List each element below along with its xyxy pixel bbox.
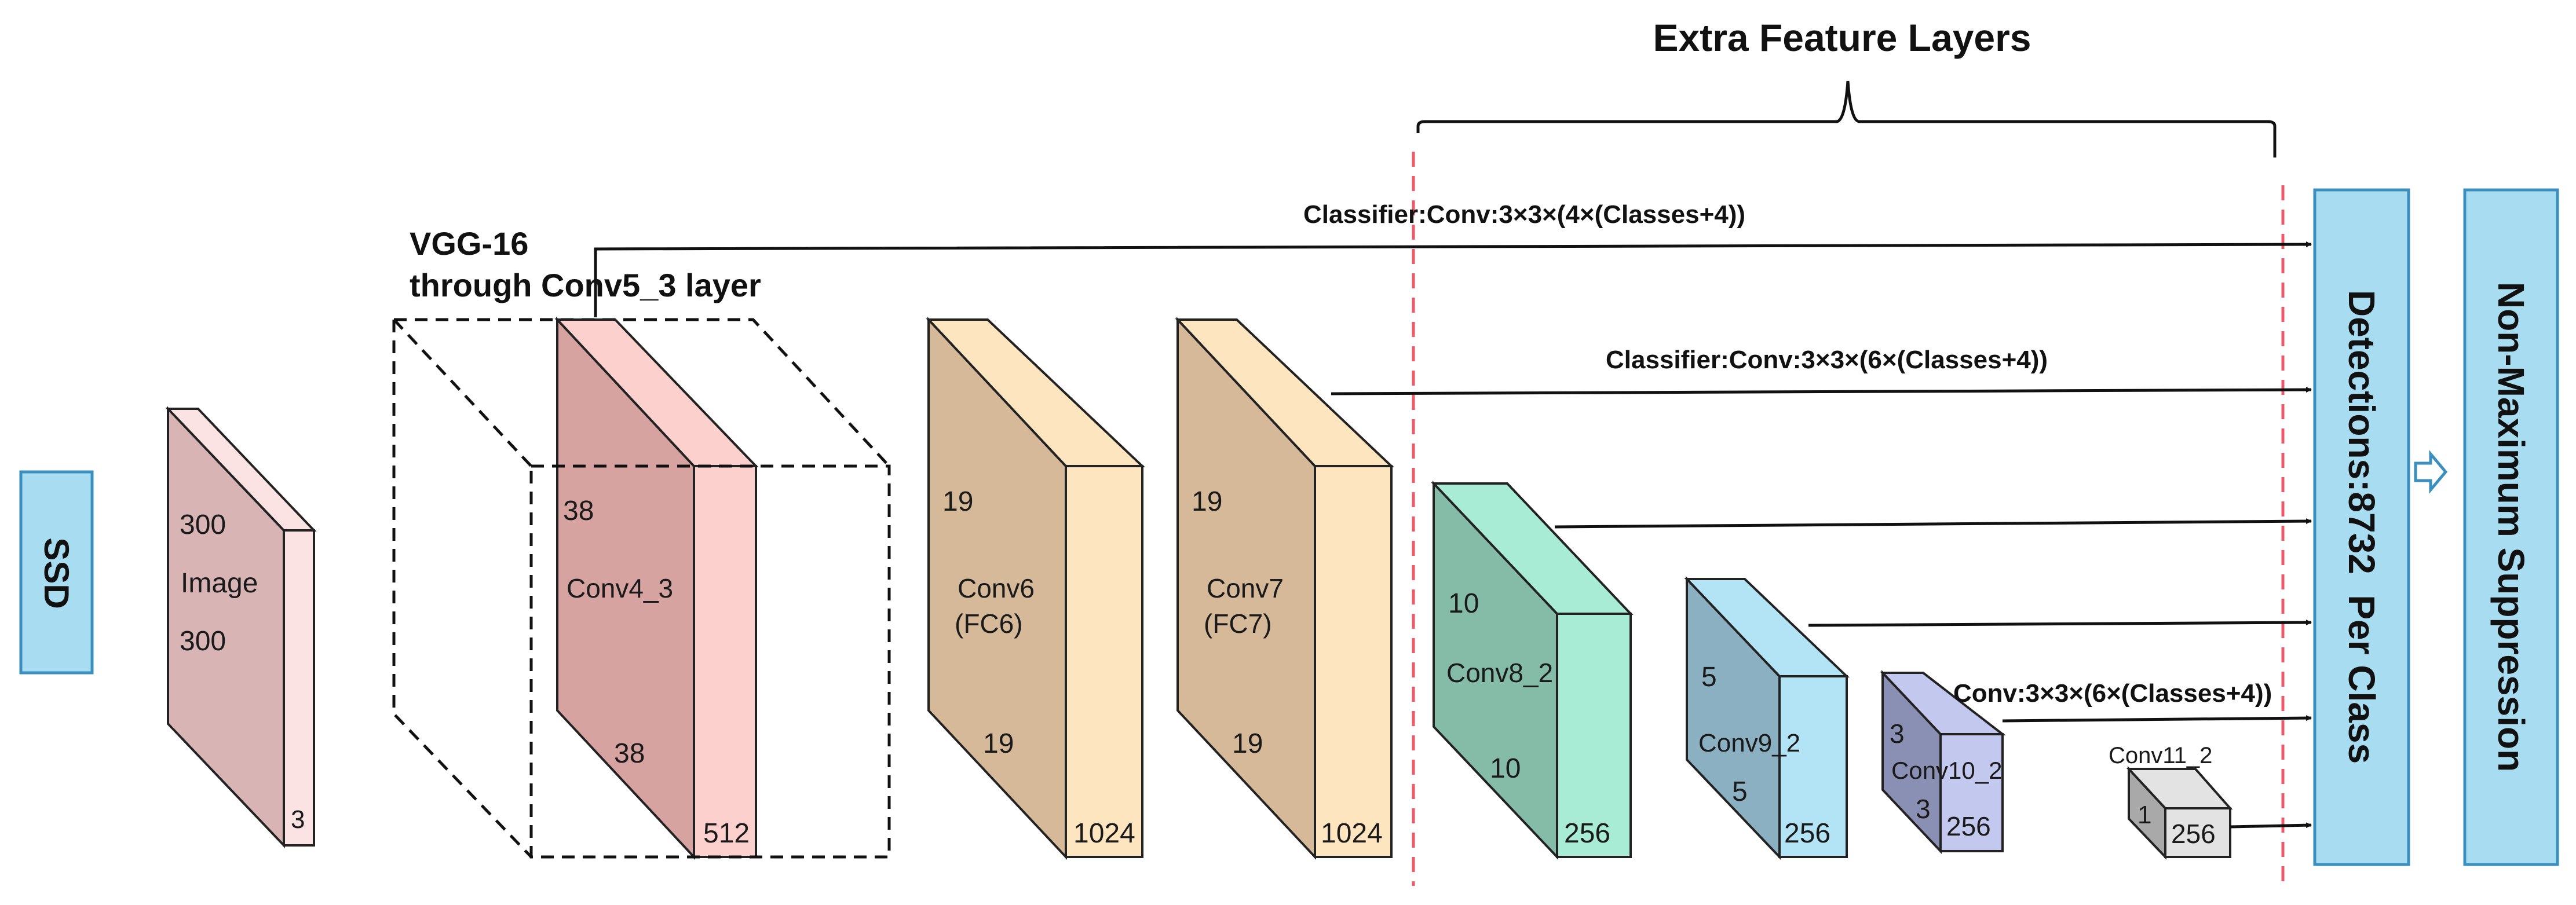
classifier-label-3: Conv:3×3×(6×(Classes+4)) (1953, 679, 2272, 708)
conv7-name2: (FC7) (1204, 609, 1272, 639)
conv4-3-cuboid: 38 Conv4_3 38 512 (554, 316, 759, 860)
conv6-name2: (FC6) (955, 609, 1023, 639)
conv9-2-bottom-dim: 5 (1732, 776, 1748, 807)
vgg16-dashed-cube (392, 318, 890, 858)
conv11-2-side-face (2164, 807, 2231, 858)
conv8-2-channels: 256 (1564, 818, 1610, 849)
conv6-cuboid: 19 Conv6 (FC6) 19 1024 (926, 316, 1146, 860)
vgg16-dashed-front (529, 464, 891, 859)
detections-box (2313, 188, 2410, 866)
conv7-side-face (1314, 465, 1393, 858)
extra-feature-brace (1416, 80, 2277, 157)
image-top-dim: 300 (180, 510, 226, 540)
conv6-side-face (1065, 465, 1143, 858)
conv9-2-cuboid: 5 Conv9_2 5 256 (1684, 576, 1850, 860)
image-cuboid: 300 Image 300 3 (165, 406, 317, 848)
vgg16-label-line2: through Conv5_3 layer (410, 267, 761, 303)
image-channels: 3 (291, 805, 305, 834)
conv9-2-top-dim: 5 (1701, 662, 1717, 693)
conv9-2-name: Conv9_2 (1698, 729, 1800, 757)
image-name: Image (181, 568, 258, 599)
classifier-label-1: Classifier:Conv:3×3×(4×(Classes+4)) (1303, 200, 1745, 229)
conv10-2-bottom-dim: 3 (1916, 794, 1931, 824)
classifier-arrow-conv9-2 (1808, 620, 2312, 627)
conv7-bottom-dim: 19 (1232, 728, 1263, 759)
conv10-2-top-dim: 3 (1890, 719, 1905, 749)
conv6-top-dim: 19 (942, 486, 973, 517)
conv6-name: Conv6 (958, 573, 1035, 603)
conv7-name: Conv7 (1207, 573, 1284, 603)
nms-label: Non-Maximum Suppression (2490, 282, 2532, 772)
classifier-arrow-conv7 (1331, 387, 2312, 395)
detections-label: Detections:8732 Per Class (2341, 290, 2383, 764)
classifier-arrow-conv11-2 (2230, 822, 2312, 829)
classifier-arrow-conv4-3 (594, 241, 2312, 317)
classifier-arrow-conv10-2 (2002, 715, 2312, 723)
ssd-label: SSD (37, 537, 76, 609)
conv8-2-bottom-dim: 10 (1490, 753, 1521, 784)
conv10-2-channels: 256 (1946, 811, 1991, 841)
vgg16-label-line1: VGG-16 (410, 225, 528, 262)
conv4-3-name: Conv4_3 (567, 573, 673, 603)
conv11-2-cuboid: Conv11_2 1 256 (2109, 743, 2233, 860)
conv6-bottom-dim: 19 (983, 728, 1014, 759)
conv6-channels: 1024 (1073, 818, 1135, 849)
conv7-channels: 1024 (1321, 818, 1383, 849)
conv8-2-name: Conv8_2 (1446, 658, 1553, 688)
nms-box (2463, 188, 2559, 866)
conv4-3-channels: 512 (703, 818, 750, 849)
conv9-2-side-face (1778, 675, 1848, 858)
conv9-2-channels: 256 (1784, 818, 1830, 849)
conv10-2-side-face (1939, 733, 2004, 852)
conv8-2-side-face (1556, 613, 1632, 858)
conv11-2-name: Conv11_2 (2109, 743, 2212, 768)
ssd-box (19, 470, 94, 675)
conv4-3-top-dim: 38 (563, 496, 594, 526)
conv7-cuboid: 19 Conv7 (FC7) 19 1024 (1175, 316, 1395, 860)
image-side-face (283, 529, 315, 847)
conv10-2-cuboid: 3 Conv10_2 3 256 (1880, 669, 2006, 855)
conv10-2-name: Conv10_2 (1891, 757, 2002, 784)
hollow-arrow-icon (2414, 450, 2448, 494)
image-bottom-dim: 300 (180, 626, 226, 657)
conv4-3-bottom-dim: 38 (614, 738, 645, 769)
conv7-top-dim: 19 (1192, 486, 1222, 517)
conv11-2-channels: 256 (2171, 819, 2216, 849)
conv11-2-top-dim: 1 (2137, 801, 2151, 829)
classifier-label-2: Classifier:Conv:3×3×(6×(Classes+4)) (1606, 346, 2048, 374)
extra-feature-layers-title: Extra Feature Layers (1653, 16, 2031, 59)
conv8-2-top-dim: 10 (1448, 588, 1479, 619)
classifier-arrow-conv8-2 (1554, 518, 2312, 529)
conv4-3-side-face (693, 465, 757, 858)
conv8-2-cuboid: 10 Conv8_2 10 256 (1431, 480, 1634, 860)
